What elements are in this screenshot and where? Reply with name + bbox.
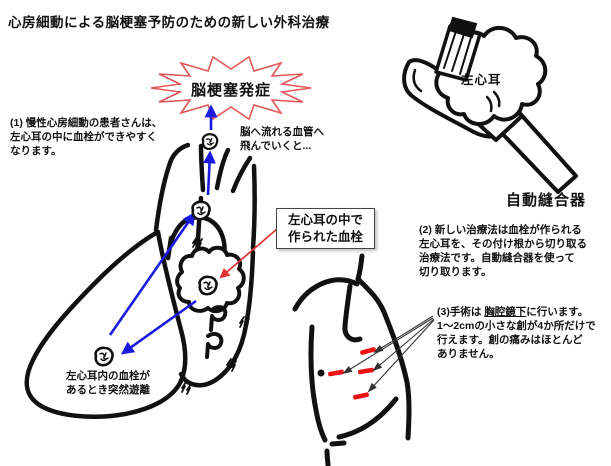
clot-label-line: 作られた血栓: [287, 229, 363, 244]
note-step1: (1) 慢性心房細動の患者さんは、 左心耳の中に血栓ができやすく なります。: [10, 116, 162, 158]
incision-mark: [328, 369, 344, 377]
stapler-label: 自動縫合器: [506, 192, 587, 209]
clot-label-line: 左心耳の中で: [287, 212, 363, 227]
detach-arrow: [120, 299, 197, 355]
clot-label-box: 左心耳の中で 作られた血栓: [276, 208, 375, 249]
blood-clot-icon-aorta: [191, 200, 211, 221]
brain-vessel-note: 脳へ流れる血管へ 飛んでいくと...: [240, 125, 324, 153]
torso-arm-line: [292, 277, 360, 312]
note-step3-line: 行えます。創の痛みはほとんど: [437, 334, 583, 346]
embolism-arrow-up: [203, 150, 216, 196]
note-step2-line: 治療法です。自動縫合器を使って: [419, 252, 575, 264]
underline-thoracoscope: 胸腔鏡下: [484, 306, 527, 318]
page-title: 心房細動による脳梗塞予防のための新しい外科治療: [8, 15, 330, 30]
incision-pointer-arrow: [372, 318, 435, 372]
appendage-creases: [485, 90, 501, 113]
detach-note-line: 左心耳内の血栓が: [66, 370, 150, 382]
note-step2-line: 左心耳を、その付け根から切り取る: [419, 238, 587, 250]
note-step3-line: 1～2cmの小さな創が4か所だけで: [437, 320, 596, 332]
torso-front-line: [308, 324, 328, 443]
incision-pointer-arrow: [342, 317, 434, 375]
stroke-onset-starburst: [150, 55, 312, 121]
ventricle-inner-detail: [205, 305, 228, 359]
note-step3: (3)手術は 胸腔鏡下に行います。 1～2cmの小さな創が4か所だけで 行えます…: [437, 305, 596, 361]
nipple-dot: [317, 369, 325, 377]
incision-pointer-arrows: [342, 315, 435, 393]
note-step2-line: 切り取ります。: [419, 266, 492, 278]
torso-neck-line: [355, 253, 365, 282]
starburst-label: 脳梗塞発症: [190, 82, 271, 99]
appendage-label: 左心耳: [461, 73, 502, 87]
incision-mark: [353, 392, 369, 400]
note-step1-line: なります。: [10, 145, 62, 157]
embolism-path-arrows: [108, 104, 218, 355]
aortic-branches: [198, 143, 253, 194]
right-heart-outline: [178, 249, 256, 388]
stapler-illustration: [402, 16, 578, 194]
blood-clot-icon-ventricle: [94, 346, 114, 367]
note-step2-line: (2) 新しい治療法は血栓が作られる: [419, 224, 582, 236]
stapler-cartridge: [434, 16, 482, 82]
clot-label-pointer-arrow: [219, 228, 278, 279]
note-step2: (2) 新しい治療法は血栓が作られる 左心耳を、その付け根から切り取る 治療法で…: [419, 223, 587, 279]
note-step1-line: (1) 慢性心房細動の患者さんは、: [10, 117, 163, 129]
incision-pointer-arrow: [367, 319, 435, 393]
brain-vessel-note-line: 脳へ流れる血管へ: [240, 126, 324, 138]
heart-body-outline: [24, 229, 188, 420]
detach-note: 左心耳内の血栓が あるとき突然遊離: [55, 369, 161, 397]
incision-pointer-arrow: [373, 315, 434, 354]
embolism-arrow-aorta: [108, 211, 196, 336]
blood-clot-icon-appendage: [198, 275, 218, 296]
torso-illustration: [292, 253, 435, 466]
torso-front-dash: [329, 440, 347, 447]
note-step1-line: 左心耳の中に血栓ができやすく: [10, 131, 157, 143]
torso-armpit-line: [342, 283, 363, 343]
torso-pec-line: [336, 396, 399, 440]
heart-illustration: [24, 104, 278, 420]
incision-mark: [358, 367, 374, 375]
torso-back-line: [355, 276, 412, 441]
left-atrium-outline: [165, 215, 227, 261]
incision-mark: [360, 347, 376, 355]
note-step3-line: (3)手術は 胸腔鏡下に行います。: [437, 305, 596, 319]
stapler-jaw-inner-line: [412, 68, 423, 93]
torso-front-lower: [324, 448, 331, 466]
note-step3-pre: (3)手術は: [437, 306, 485, 318]
incision-marks: [328, 347, 376, 400]
note-step3-post: に行います。: [526, 306, 589, 318]
note-step3-line: ありません。: [437, 348, 500, 360]
brain-vessel-note-line: 飛んでいくと...: [240, 140, 312, 152]
detach-note-line: あるとき突然遊離: [66, 384, 150, 396]
blood-clot-icon-brain: [201, 133, 219, 151]
